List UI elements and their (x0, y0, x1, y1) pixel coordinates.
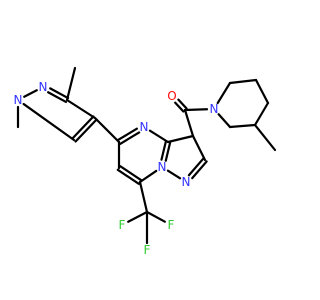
bond-C4-C5 (71, 115, 95, 140)
bond-C4-C5core (93, 116, 121, 144)
bond-Pa-Pb (228, 78, 258, 85)
bond-C3a-C7a (164, 141, 172, 162)
bond-Pd-Pme (253, 123, 277, 152)
bond-C7a-C7 (138, 169, 158, 184)
bond-Pe-Npip (217, 113, 232, 129)
molecule-diagram: N N N N N O N F F F (14, 66, 277, 257)
bond-N1p-C2p (191, 160, 208, 180)
bond-Pc-Pd (253, 101, 270, 127)
bond-C3a-C7a (160, 140, 167, 161)
atom-n-pz-methyl: N (14, 93, 23, 107)
bond-C5-N1 (22, 102, 76, 142)
bond-CF3-F1 (127, 210, 149, 223)
bond-C7-CF3 (138, 180, 149, 214)
atom-o-carbonyl: O (167, 89, 176, 103)
atom-n-core-top: N (140, 120, 149, 134)
atom-f-2: F (144, 243, 151, 257)
bond-Ccarb-Npip (183, 108, 209, 112)
bond-C5core-Ntop (119, 131, 141, 145)
bond-Pb-Pc (254, 78, 270, 105)
bond-Ntop-C3a (148, 129, 170, 144)
bond-C7a-N1p (166, 169, 182, 180)
atom-labels: N N N N N O N F F F (14, 80, 219, 257)
bond-C3-Me3 (65, 66, 77, 102)
bond-Pd-Pe (228, 123, 257, 129)
atom-n-core-2: N (182, 175, 191, 189)
bond-C7-C6 (116, 168, 140, 185)
atom-n-core-bridge: N (158, 160, 167, 174)
bond-C7-C6 (119, 165, 143, 182)
bond-C5core-Ntop (116, 127, 138, 142)
bond-N2-C3 (49, 87, 70, 100)
bond-Ccarb-O (177, 98, 188, 110)
bond-C2p-C3p (191, 134, 207, 162)
atom-f-1: F (119, 218, 126, 232)
atom-n-pz-2: N (39, 80, 48, 94)
bond-C3p-Ccarb (183, 108, 195, 138)
bond-N1-N2 (23, 89, 38, 98)
bond-N2-C3 (47, 91, 68, 104)
bond-C3p-C3a (166, 134, 195, 144)
atom-f-3: F (168, 218, 175, 232)
atom-n-piperidine: N (210, 102, 219, 116)
bond-C4-C5 (74, 118, 98, 143)
bond-Npip-Pa (216, 81, 232, 105)
bond-CF3-F3 (145, 210, 166, 223)
bonds (16, 66, 277, 245)
bond-Ccarb-O (174, 101, 185, 113)
bond-C3-C4 (65, 98, 97, 120)
bond-N1p-C2p (187, 157, 205, 177)
